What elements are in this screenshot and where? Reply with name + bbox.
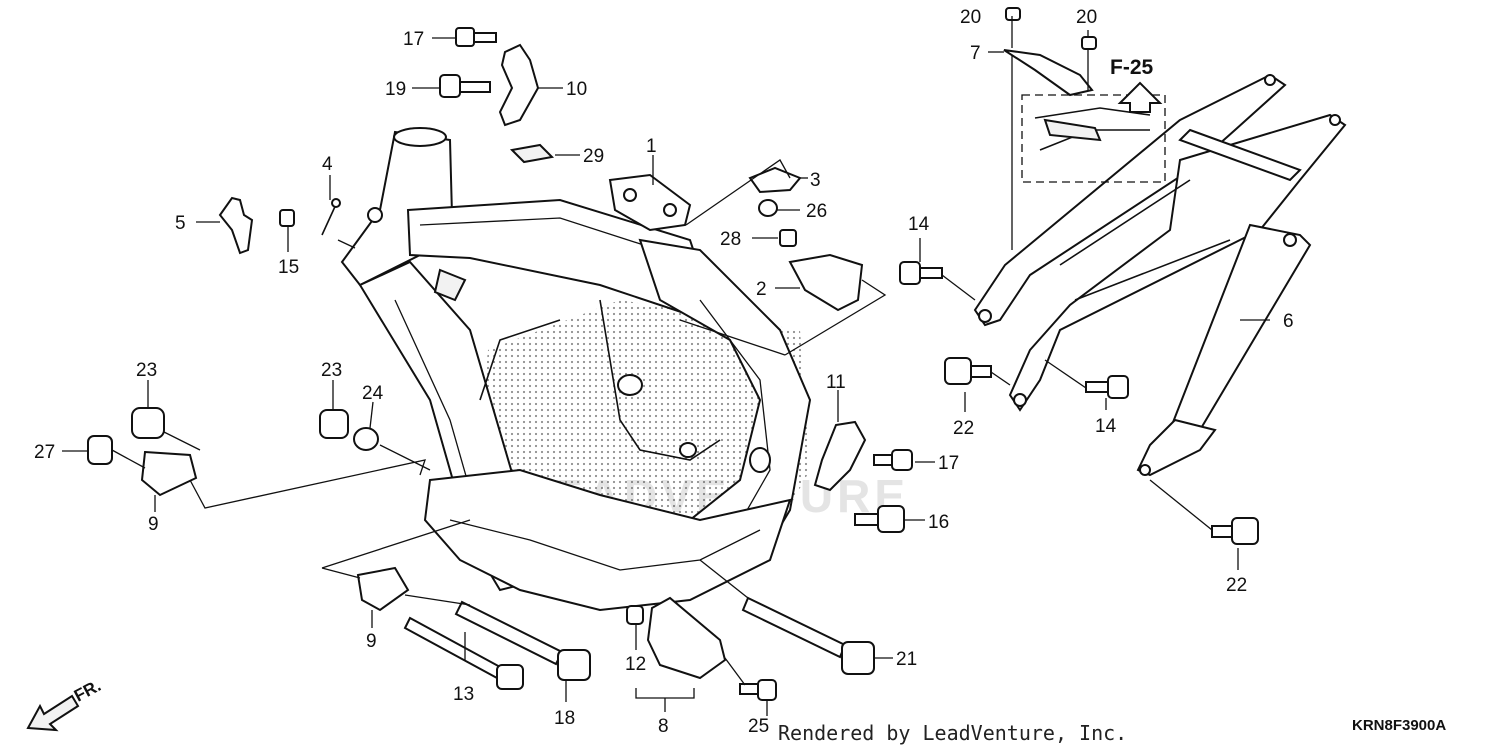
ref-arrow-up-icon <box>1117 81 1163 113</box>
callout-28: 28 <box>720 229 741 250</box>
bolt-25 <box>739 679 777 701</box>
link-11 <box>813 420 867 492</box>
link-10 <box>498 43 540 127</box>
bolt-14-top <box>899 261 943 285</box>
callout-9-bottom: 9 <box>366 631 377 652</box>
bolt-13 <box>403 616 524 690</box>
sub-frame <box>973 73 1347 477</box>
bolt-20-left <box>1005 7 1021 21</box>
bracket-5 <box>218 196 254 255</box>
guard-8 <box>646 596 727 680</box>
callout-27: 27 <box>34 442 55 463</box>
callout-6: 6 <box>1283 311 1294 332</box>
label-29 <box>509 143 555 164</box>
bracket-7 <box>1003 49 1094 97</box>
bolt-17-top <box>455 27 497 47</box>
ref-label-f25: F-25 <box>1110 56 1154 79</box>
front-direction-indicator: FR. <box>26 676 104 732</box>
bolt-21 <box>741 596 875 675</box>
bolt-22-right <box>1211 517 1259 545</box>
bolt-17-right <box>873 449 913 471</box>
callout-20-left: 20 <box>960 7 981 28</box>
callout-20-right: 20 <box>1076 7 1097 28</box>
callout-19: 19 <box>385 79 406 100</box>
diagram-code: KRN8F3900A <box>1352 717 1446 734</box>
bracket-3 <box>748 166 802 194</box>
callout-23-center: 23 <box>321 360 342 381</box>
callout-2: 2 <box>756 279 767 300</box>
callout-22-right: 22 <box>1226 575 1247 596</box>
bracket-2 <box>788 253 864 312</box>
callout-14-bottom: 14 <box>1095 416 1117 437</box>
nut-23-center <box>319 409 349 439</box>
bracket-9-left <box>140 450 198 497</box>
callout-18: 18 <box>554 708 575 729</box>
callout-17-right: 17 <box>938 453 959 474</box>
callout-12: 12 <box>625 654 646 675</box>
bolt-14-bottom <box>1085 375 1129 399</box>
callout-16: 16 <box>928 512 949 533</box>
callout-22-left: 22 <box>953 418 974 439</box>
bolt-15 <box>279 209 295 227</box>
callout-15: 15 <box>278 257 299 278</box>
bolt-16 <box>854 505 905 533</box>
callouts: 1 2 3 4 5 6 7 8 9 9 10 11 12 13 14 14 15… <box>34 7 1294 737</box>
arrow-down-left-icon <box>26 694 80 732</box>
leader-lines <box>62 16 1270 716</box>
bolt-18 <box>454 600 591 681</box>
grommet-26 <box>758 199 778 217</box>
bolt-22-left <box>944 357 992 385</box>
bolt-19 <box>439 74 491 98</box>
callout-10: 10 <box>566 79 587 100</box>
callout-17-top: 17 <box>403 29 424 50</box>
callout-13: 13 <box>453 684 474 705</box>
nut-27 <box>87 435 113 465</box>
bolt-20-right <box>1081 36 1097 50</box>
bolt-28 <box>779 229 797 247</box>
callout-7: 7 <box>970 43 981 64</box>
callout-23-left: 23 <box>136 360 157 381</box>
render-credit: Rendered by LeadVenture, Inc. <box>778 721 1127 745</box>
callout-5: 5 <box>175 213 186 234</box>
callout-1: 1 <box>646 136 657 157</box>
collar-12 <box>626 605 644 625</box>
main-frame <box>340 127 812 612</box>
callout-11: 11 <box>826 372 846 393</box>
callout-3: 3 <box>810 170 821 191</box>
callout-8: 8 <box>658 716 669 737</box>
callout-14-top: 14 <box>908 214 930 235</box>
callout-25: 25 <box>748 716 769 737</box>
callout-9-left: 9 <box>148 514 159 535</box>
nut-23-left <box>131 407 165 439</box>
callout-29: 29 <box>583 146 604 167</box>
callout-26: 26 <box>806 201 827 222</box>
callout-21: 21 <box>896 649 917 670</box>
callout-24: 24 <box>362 383 384 404</box>
washer-24 <box>353 427 379 451</box>
bracket-9-bottom <box>356 566 410 612</box>
callout-4: 4 <box>322 154 333 175</box>
